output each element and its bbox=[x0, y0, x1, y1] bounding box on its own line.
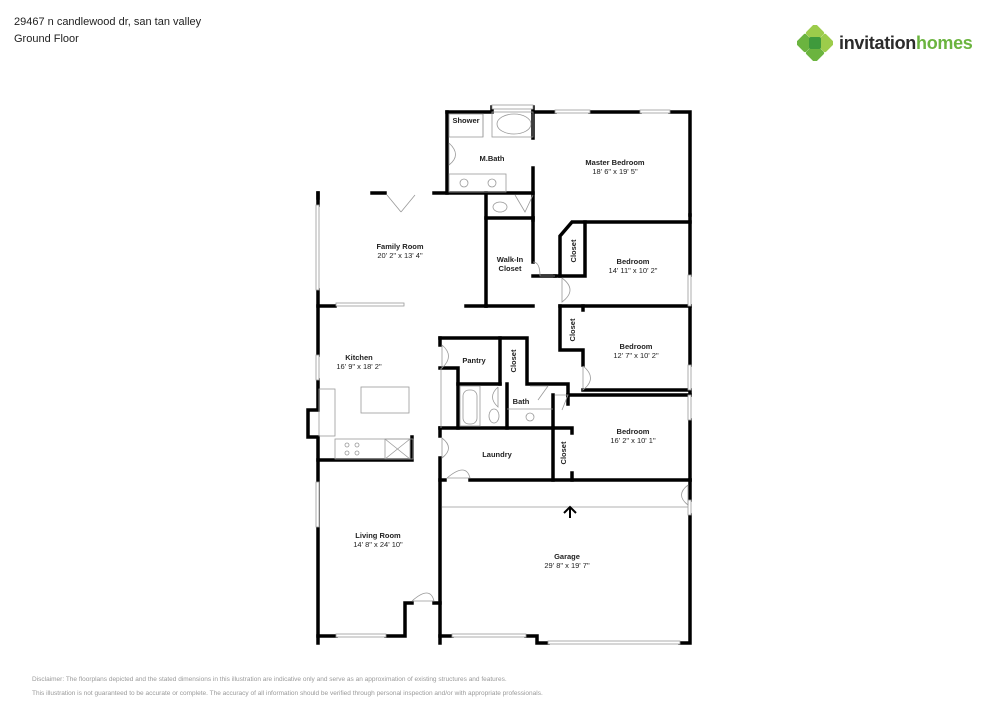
disclaimer-line-2: This illustration is not guaranteed to b… bbox=[32, 690, 543, 697]
label-garage: Garage bbox=[554, 552, 580, 561]
disclaimer-line-1: Disclaimer: The floorplans depicted and … bbox=[32, 676, 507, 683]
property-header: 29467 n candlewood dr, san tan valley Gr… bbox=[14, 14, 201, 48]
label-shower: Shower bbox=[452, 116, 479, 125]
floor-label: Ground Floor bbox=[14, 33, 79, 45]
label-bath: Bath bbox=[513, 397, 530, 406]
invitation-homes-logo: invitationhomes bbox=[797, 25, 973, 61]
label-master-bedroom: Master Bedroom bbox=[585, 158, 645, 167]
label-living-room: Living Room bbox=[355, 531, 401, 540]
disclaimer: Disclaimer: The floorplans depicted and … bbox=[32, 673, 543, 701]
dim-bedroom-2: 12' 7" x 10' 2" bbox=[613, 351, 659, 360]
label-laundry: Laundry bbox=[482, 450, 512, 459]
dim-living-room: 14' 8" x 24' 10" bbox=[353, 540, 403, 549]
room-labels: Shower M.Bath Master Bedroom 18' 6" x 19… bbox=[336, 116, 659, 570]
logo-wordmark: invitationhomes bbox=[839, 33, 973, 54]
logo-word-invitation: invitation bbox=[839, 32, 916, 53]
clover-logo-icon bbox=[797, 25, 833, 61]
label-walk-in-closet-2: Closet bbox=[499, 264, 522, 273]
logo-word-homes: homes bbox=[916, 32, 973, 53]
label-closet-1: Closet bbox=[569, 239, 578, 262]
dim-bedroom-1: 14' 11" x 10' 2" bbox=[609, 266, 658, 275]
label-closet-4: Closet bbox=[559, 441, 568, 464]
label-pantry: Pantry bbox=[462, 356, 486, 365]
label-walk-in-closet-1: Walk-In bbox=[497, 255, 524, 264]
label-closet-2: Closet bbox=[568, 318, 577, 341]
property-address: 29467 n candlewood dr, san tan valley bbox=[14, 16, 202, 28]
label-master-bath: M.Bath bbox=[480, 154, 505, 163]
label-family-room: Family Room bbox=[376, 242, 423, 251]
dim-family-room: 20' 2" x 13' 4" bbox=[377, 251, 423, 260]
dim-bedroom-3: 16' 2" x 10' 1" bbox=[610, 436, 656, 445]
dim-kitchen: 16' 9" x 18' 2" bbox=[336, 362, 382, 371]
label-bedroom-2: Bedroom bbox=[620, 342, 653, 351]
label-closet-3: Closet bbox=[509, 349, 518, 372]
dim-garage: 29' 8" x 19' 7" bbox=[544, 561, 590, 570]
dim-master-bedroom: 18' 6" x 19' 5" bbox=[592, 167, 638, 176]
walls bbox=[306, 105, 692, 645]
windows-and-fixtures bbox=[315, 104, 692, 645]
label-bedroom-3: Bedroom bbox=[617, 427, 650, 436]
label-kitchen: Kitchen bbox=[345, 353, 373, 362]
label-bedroom-1: Bedroom bbox=[617, 257, 650, 266]
